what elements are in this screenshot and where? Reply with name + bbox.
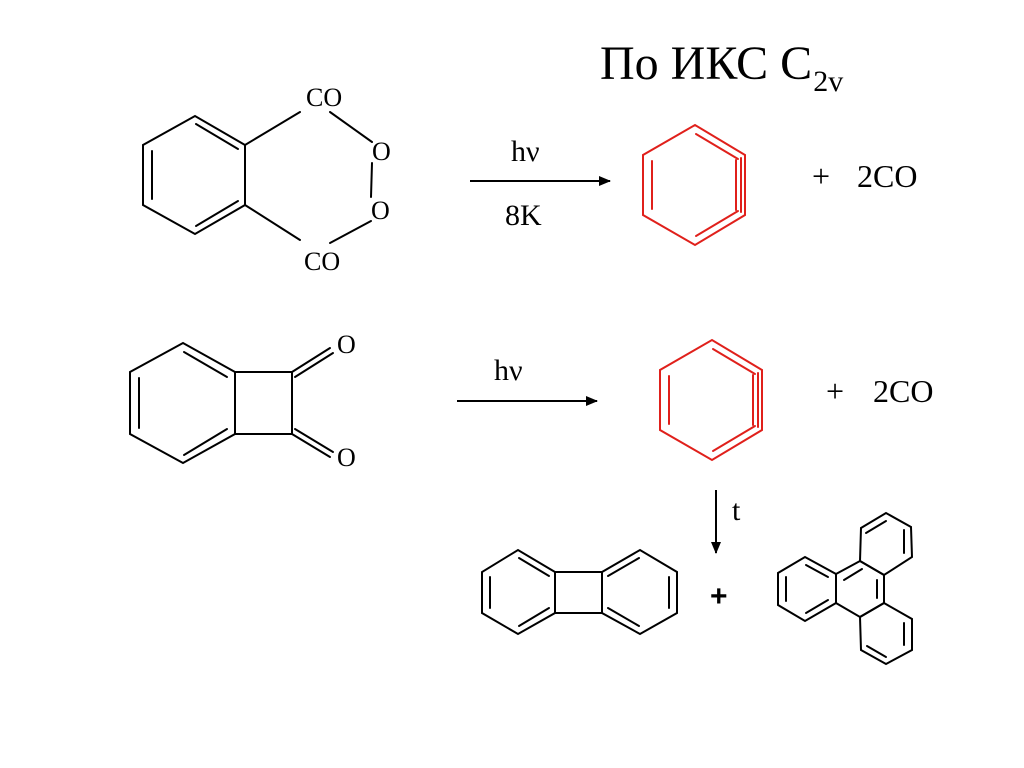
reaction1-condition-below: 8K [505, 199, 542, 232]
title-text: По ИКС С [600, 37, 813, 90]
reactant1-o-upper-label: O [372, 137, 391, 166]
phthaloyl-peroxide-structure [142, 111, 373, 244]
reactant1-o-lower-label: O [371, 196, 390, 225]
reactant1-co-top-label: CO [306, 83, 343, 112]
biphenylene-structure [481, 548, 678, 636]
reactant2-o-top-label: O [337, 330, 356, 359]
title-subscript: 2v [813, 65, 844, 98]
benzyne-product-2 [659, 338, 763, 462]
reaction2-condition-above: hν [494, 354, 523, 387]
triphenylene-structure [777, 511, 914, 666]
reaction1-plus: + [812, 158, 831, 194]
benzocyclobutenedione-structure [129, 341, 334, 465]
reaction1-byproduct: 2CO [857, 158, 918, 194]
benzyne-product-1 [642, 123, 746, 247]
reactant1-co-bottom-label: CO [304, 247, 341, 276]
page-title: По ИКС С2v [600, 40, 843, 97]
reactant2-o-bottom-label: O [337, 443, 356, 472]
reaction1-condition-above: hν [511, 135, 540, 168]
reaction2-byproduct: 2CO [873, 373, 934, 409]
reaction2-plus: + [826, 373, 845, 409]
reaction3-condition: t [732, 494, 741, 527]
reaction3-plus: + [710, 580, 728, 613]
